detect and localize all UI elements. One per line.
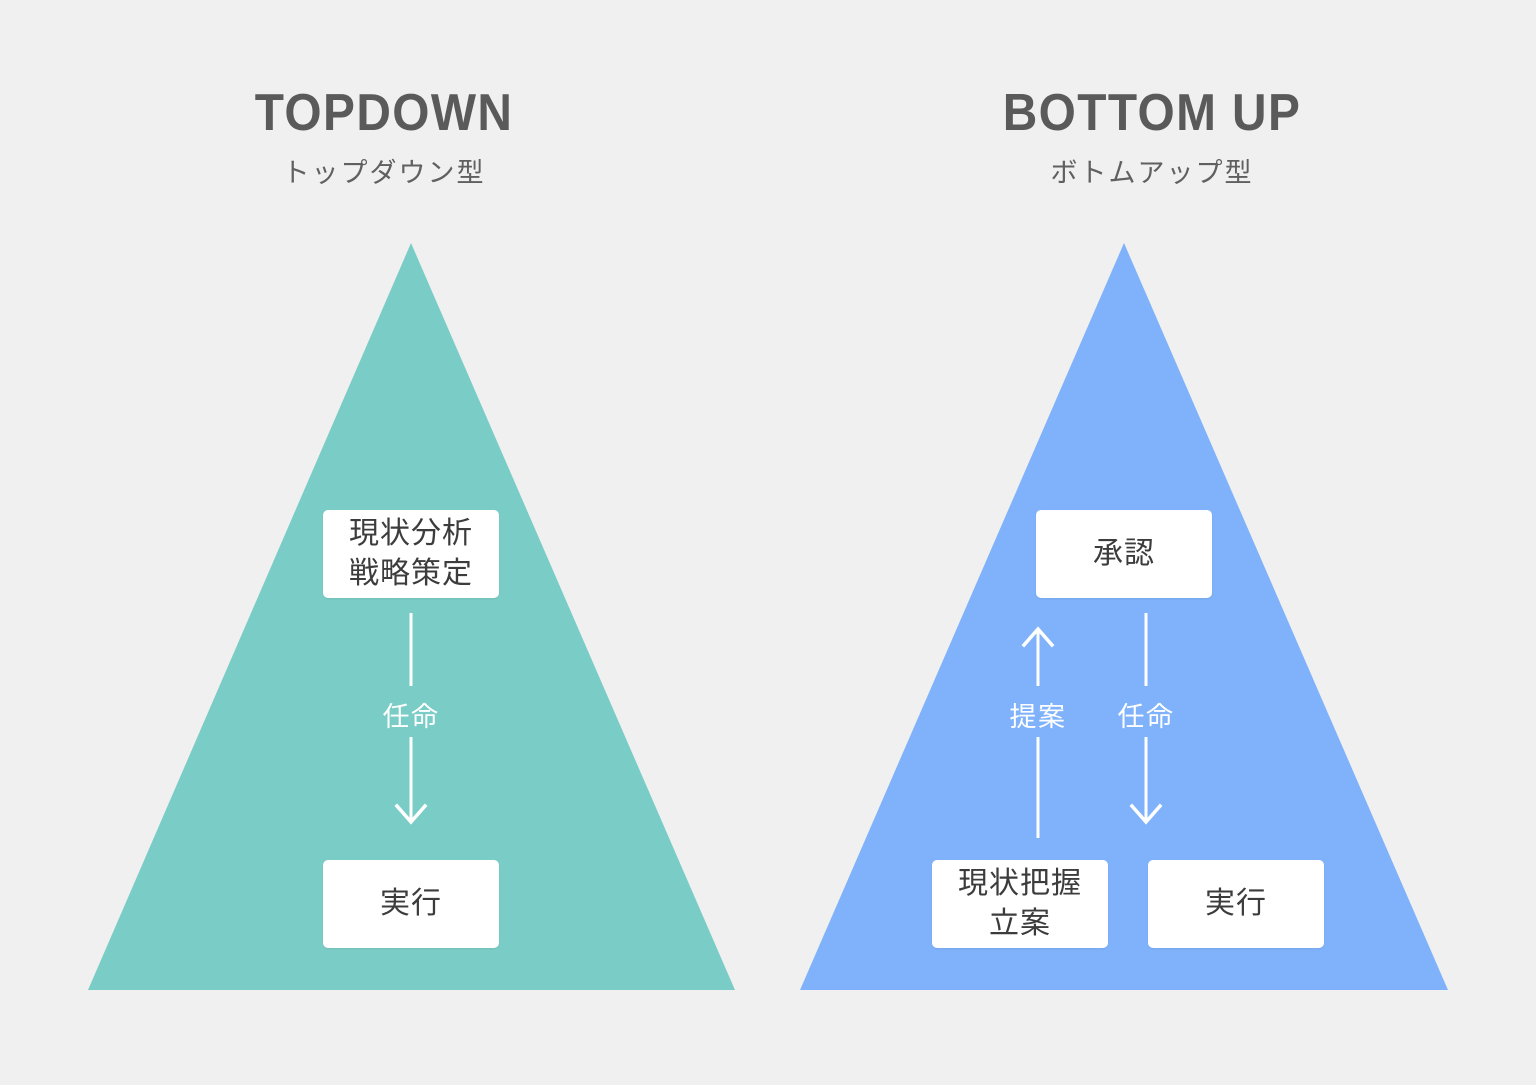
bottomup-heading: BOTTOM UP ボトムアップ型 bbox=[768, 84, 1536, 190]
box-analysis[interactable]: 現状分析 戦略策定 bbox=[323, 510, 499, 598]
arrow-appoint-label-left: 任命 bbox=[382, 702, 440, 732]
topdown-title-ja: トップダウン型 bbox=[282, 158, 486, 189]
bottomup-title-ja: ボトムアップ型 bbox=[1050, 158, 1254, 189]
arrow-appoint-label-right: 任命 bbox=[1117, 702, 1175, 732]
box-approval[interactable]: 承認 bbox=[1036, 510, 1212, 598]
topdown-heading: TOPDOWN トップダウン型 bbox=[0, 84, 768, 190]
bottomup-title-en: BOTTOM UP bbox=[1002, 84, 1302, 142]
box-execute-right[interactable]: 実行 bbox=[1148, 860, 1324, 948]
box-grasp[interactable]: 現状把握 立案 bbox=[932, 860, 1108, 948]
arrow-propose-label: 提案 bbox=[1009, 702, 1067, 732]
topdown-title-en: TOPDOWN bbox=[254, 84, 514, 142]
panel-topdown: TOPDOWN トップダウン型 現状分析 戦略策定 任命 実行 bbox=[0, 84, 768, 990]
box-execute-left[interactable]: 実行 bbox=[323, 860, 499, 948]
panel-bottomup: BOTTOM UP ボトムアップ型 承認 提案 任命 現状把握 立案 実行 bbox=[768, 0, 1536, 1085]
